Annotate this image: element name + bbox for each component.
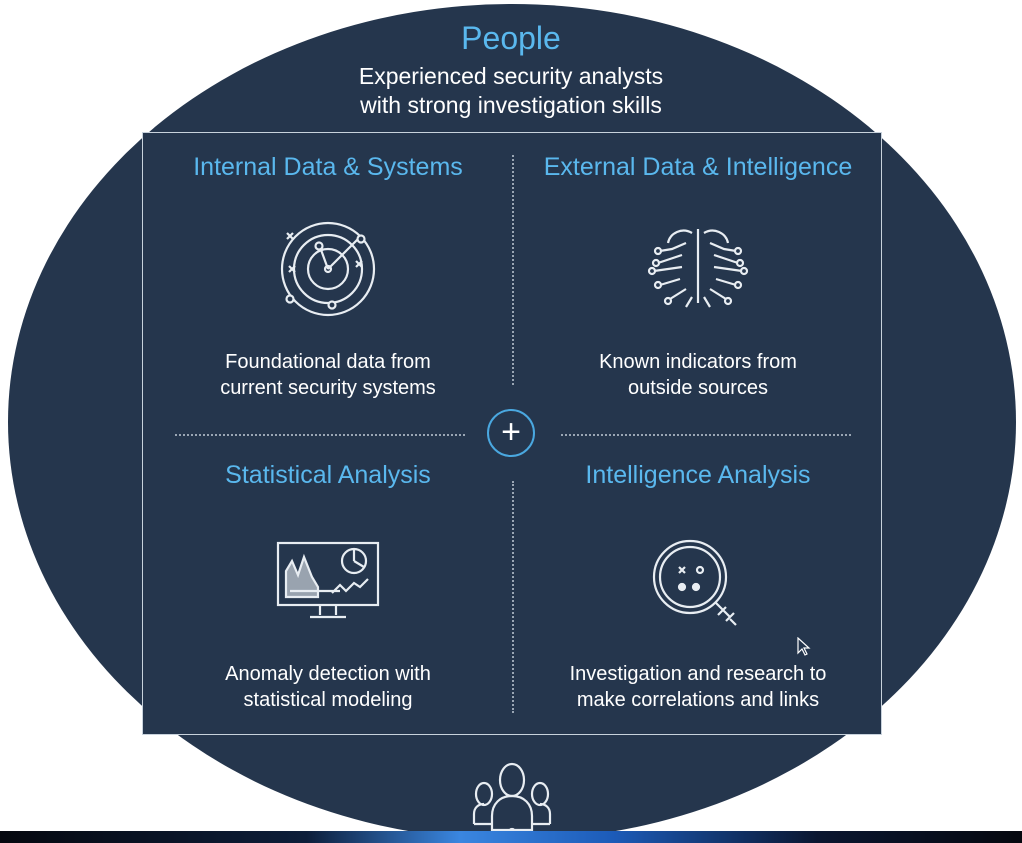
monitor-charts-icon: [276, 541, 380, 619]
quadrant-title: External Data & Intelligence: [543, 153, 853, 181]
quadrant-desc-line: current security systems: [220, 377, 436, 399]
mouse-cursor-icon: [797, 637, 811, 656]
quadrant-desc-line: Anomaly detection with: [225, 663, 431, 685]
people-group-icon: [472, 762, 552, 836]
quadrant-internal-data: Internal Data & Systems Foundational dat…: [143, 153, 513, 433]
quadrant-intelligence-analysis: Intelligence Analysis Investigation and …: [513, 461, 883, 731]
divider-horizontal-left: [175, 434, 465, 436]
taskbar-strip: [0, 831, 1022, 843]
quadrant-external-data: External Data & Intelligence Known indic…: [513, 153, 883, 433]
quadrant-desc-line: Foundational data from: [225, 351, 431, 373]
divider-vertical-top: [512, 155, 514, 385]
people-title: People: [461, 20, 561, 56]
quadrant-desc-line: outside sources: [627, 377, 769, 399]
quadrant-desc-line: Known indicators from: [599, 351, 797, 373]
circuit-brain-icon: [647, 229, 749, 308]
subtitle-line: Experienced security analysts: [358, 63, 664, 89]
people-subtitle: Experienced security analysts with stron…: [0, 62, 1022, 120]
subtitle-line: with strong investigation skills: [360, 92, 662, 118]
quadrant-title: Statistical Analysis: [225, 461, 431, 489]
quadrant-statistical-analysis: Statistical Analysis Anomaly detection w…: [143, 461, 513, 731]
radar-icon: [280, 221, 376, 317]
quadrant-title: Internal Data & Systems: [193, 153, 463, 181]
divider-horizontal-right: [561, 434, 851, 436]
magnifier-icon: [652, 539, 737, 626]
quadrant-desc-line: Investigation and research to: [569, 663, 827, 685]
quadrant-desc-line: statistical modeling: [243, 689, 413, 711]
quadrant-desc-line: make correlations and links: [576, 689, 820, 711]
plus-icon: +: [487, 409, 535, 457]
quadrant-panel: + Internal Data & Systems Foundational d…: [142, 132, 882, 735]
quadrant-title: Intelligence Analysis: [585, 461, 811, 489]
divider-vertical-bottom: [512, 481, 514, 713]
